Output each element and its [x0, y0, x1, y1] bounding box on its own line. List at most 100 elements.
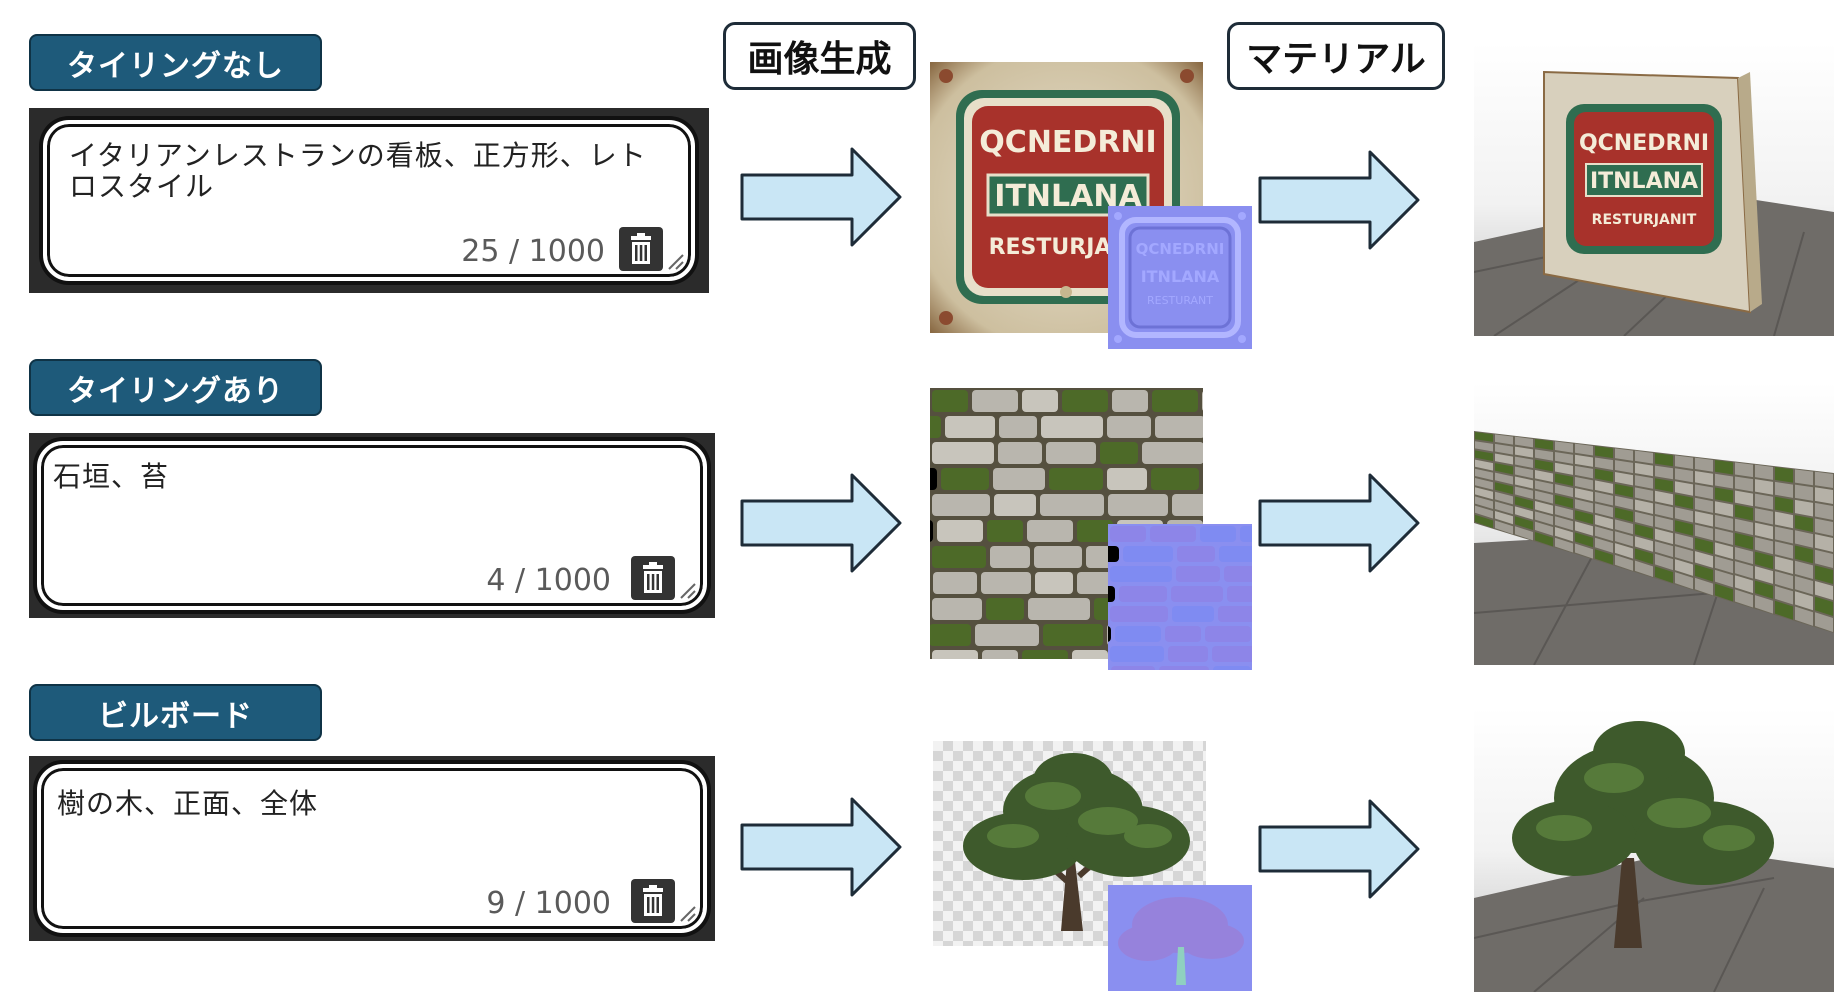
stone-wall-block — [1575, 532, 1593, 548]
stone-wall-block — [1675, 546, 1693, 563]
stone-wall-block — [1755, 479, 1773, 495]
material-sign-line-3: RESTURJANIT — [1592, 212, 1697, 228]
stone-wall-block — [1735, 462, 1753, 478]
prompt-textarea-no-tiling[interactable]: イタリアンレストランの看板、正方形、レトロスタイル 25 / 1000 — [43, 120, 695, 281]
prompt-textarea-tiling[interactable]: 石垣、苔 4 / 1000 — [37, 441, 707, 610]
stone-wall-block — [1695, 577, 1713, 596]
char-counter-no-tiling: 25 / 1000 — [461, 234, 605, 269]
stone-wall-block — [1635, 487, 1653, 502]
stone-wall-block — [1795, 499, 1813, 517]
stone-wall-block — [1795, 576, 1813, 595]
stone-texture-block — [1110, 606, 1168, 622]
stone-wall-block — [1555, 516, 1573, 531]
stone-wall-block — [1795, 530, 1813, 548]
stone-wall-block — [1635, 536, 1653, 552]
stone-texture-block — [987, 520, 1023, 542]
stone-texture-block — [1171, 586, 1223, 602]
stone-texture-block — [1155, 416, 1203, 438]
stone-wall-block — [1475, 514, 1493, 529]
normal-map-line-3: RESTURANT — [1147, 294, 1213, 307]
prompt-text-tiling: 石垣、苔 — [53, 460, 170, 493]
stone-texture-block — [1111, 666, 1155, 670]
resize-grip-icon[interactable] — [677, 903, 697, 923]
normal-map-sign: QCNEDRNI ITNLANA RESTURANT — [1108, 206, 1252, 349]
section-label-no-tiling-text: タイリングなし — [67, 48, 284, 84]
stone-texture-block — [1200, 526, 1236, 542]
stone-wall-block — [1475, 459, 1493, 471]
resize-grip-icon[interactable] — [677, 580, 697, 600]
stone-texture-block — [990, 546, 1030, 568]
stone-wall-block — [1675, 533, 1693, 550]
stone-wall-block — [1815, 502, 1833, 520]
stone-texture-block — [1108, 626, 1111, 642]
stone-wall-block — [1655, 453, 1673, 467]
stone-wall-block — [1695, 484, 1713, 500]
stone-texture-block — [1218, 606, 1252, 622]
stone-wall-block — [1575, 465, 1593, 479]
stone-wall-block — [1495, 472, 1513, 485]
stone-wall-block — [1615, 507, 1633, 522]
trash-icon[interactable] — [631, 879, 675, 923]
stone-wall-block — [1715, 528, 1733, 545]
stone-texture-block — [937, 520, 983, 542]
prompt-text-billboard: 樹の木、正面、全体 — [57, 787, 319, 820]
stone-texture-block — [1177, 546, 1215, 562]
stone-wall-block — [1795, 469, 1813, 486]
stone-wall-block — [1555, 527, 1573, 542]
stone-wall-block — [1495, 463, 1513, 475]
stone-wall-block — [1615, 554, 1633, 571]
stone-wall-block — [1555, 537, 1573, 553]
stone-wall-block — [1595, 503, 1613, 518]
stone-wall-block — [1555, 505, 1573, 520]
stone-texture-block — [994, 494, 1036, 516]
stone-wall-block — [1675, 494, 1693, 510]
stone-wall-block — [1735, 490, 1753, 507]
column-header-image-generation-label: 画像生成 — [747, 39, 892, 80]
stone-texture-block — [972, 390, 1018, 412]
stone-wall-block — [1715, 556, 1733, 574]
stone-wall-block — [1555, 473, 1573, 487]
stone-wall-block — [1615, 531, 1633, 547]
stone-wall-block — [1815, 518, 1833, 536]
stone-texture-block — [930, 624, 971, 646]
stone-wall-block — [1655, 516, 1673, 532]
stone-wall-block — [1475, 450, 1493, 462]
stone-wall-block — [1535, 490, 1553, 504]
stone-wall-block — [1735, 532, 1753, 550]
stone-texture-block — [1022, 650, 1068, 659]
stone-texture-block — [1035, 572, 1073, 594]
stone-wall-block — [1535, 449, 1553, 461]
trash-icon[interactable] — [619, 227, 663, 271]
stone-texture-block — [1172, 606, 1214, 622]
stone-wall-block — [1475, 487, 1493, 500]
stone-wall-block — [1555, 452, 1573, 464]
stone-texture-block — [932, 546, 986, 568]
stone-wall-block — [1735, 589, 1753, 608]
stone-wall-block — [1715, 460, 1733, 475]
stone-wall-block — [1755, 551, 1773, 570]
stone-wall-block — [1695, 457, 1713, 472]
stone-texture-block — [1205, 626, 1251, 642]
resize-grip-icon[interactable] — [665, 251, 685, 271]
stone-wall-block — [1795, 560, 1813, 580]
stone-wall-block — [1515, 496, 1533, 510]
stone-texture-block — [986, 598, 1024, 620]
column-header-material: マテリアル — [1227, 22, 1445, 90]
stone-wall-block — [1575, 510, 1593, 525]
stone-wall-block — [1715, 542, 1733, 560]
stone-wall-block — [1815, 471, 1833, 488]
stone-wall-block — [1495, 520, 1513, 535]
stone-wall-block — [1515, 506, 1533, 520]
stone-texture-block — [1049, 468, 1103, 490]
stone-wall-block — [1635, 462, 1653, 477]
stone-wall-block — [1695, 511, 1713, 527]
stone-wall-block — [1635, 450, 1653, 464]
stone-wall-block — [1635, 475, 1653, 489]
trash-icon[interactable] — [631, 556, 675, 600]
stone-wall-block — [1515, 456, 1533, 468]
normal-map-tree — [1108, 885, 1252, 991]
stone-texture-block — [975, 624, 1039, 646]
stone-wall-block — [1735, 518, 1753, 536]
stone-wall-block — [1535, 480, 1553, 493]
prompt-textarea-billboard[interactable]: 樹の木、正面、全体 9 / 1000 — [37, 764, 707, 933]
